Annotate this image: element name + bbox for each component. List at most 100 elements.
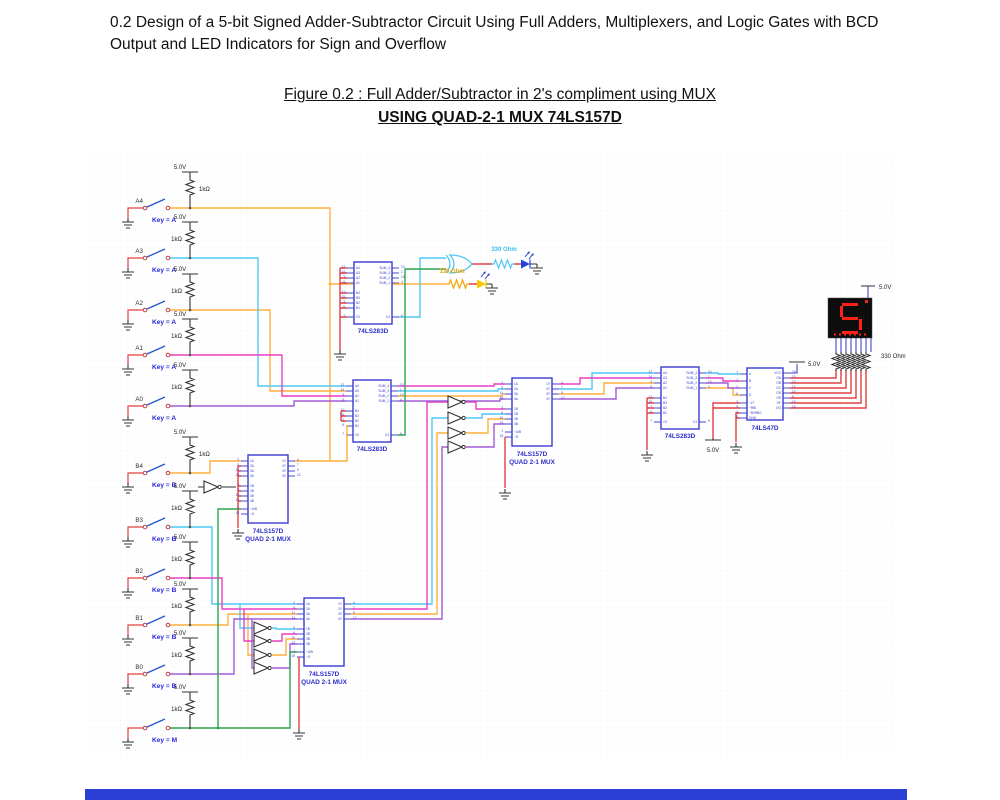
switch-a1[interactable]: A1 Key = A 5.0V 1kΩ [122,312,198,375]
svg-text:A3: A3 [663,376,667,380]
ic-mux-74ls157d-1[interactable]: 74LS157D QUAD 2-1 MUX 1A2A3A4A1B2B3B4B~A… [235,454,301,543]
svg-text:OF: OF [777,401,781,405]
xor-gate[interactable] [445,254,473,274]
svg-text:9: 9 [400,432,402,436]
svg-text:13: 13 [400,393,404,397]
svg-text:8: 8 [736,415,738,419]
switch-label: A4 [135,198,143,205]
svg-text:2: 2 [736,385,738,389]
svg-text:3A: 3A [306,612,311,616]
ic-mux-74ls157d-3[interactable]: 74LS157D QUAD 2-1 MUX 1A2A3A4A1B2B3B4B~A… [291,597,357,686]
svg-text:9: 9 [297,468,299,472]
svg-text:3Y: 3Y [282,469,287,473]
svg-text:2A: 2A [306,607,311,611]
svg-text:2: 2 [293,601,295,605]
switch-a2[interactable]: A2 Key = A 5.0V 1kΩ [122,267,198,330]
switch-b3[interactable]: B3 Key = B 5.0V 1kΩ [122,484,198,547]
svg-text:C4: C4 [693,420,697,424]
led-blue-branch[interactable]: 330 Ohm [491,247,544,275]
svg-text:B2: B2 [355,419,359,423]
svg-text:SUM_4: SUM_4 [379,266,390,270]
digit-segments [834,300,868,336]
svg-text:5.0V: 5.0V [174,363,186,369]
svg-text:1Y: 1Y [338,602,343,606]
svg-text:13: 13 [401,275,405,279]
svg-text:OG: OG [776,406,781,410]
svg-text:12: 12 [353,616,357,620]
resistor-label: 1kΩ [199,187,210,193]
svg-text:11: 11 [292,611,296,615]
svg-text:74LS157D: 74LS157D [517,451,548,458]
svg-text:1B: 1B [250,484,254,488]
svg-text:4A: 4A [306,617,311,621]
svg-text:9: 9 [353,611,355,615]
svg-text:4A: 4A [250,474,255,478]
svg-text:Key = A: Key = A [152,364,176,371]
svg-text:B4: B4 [663,396,667,400]
svg-text:B3: B3 [135,517,143,524]
svg-text:A2: A2 [135,300,143,307]
svg-text:1kΩ: 1kΩ [171,557,182,563]
svg-text:~RBI: ~RBI [749,406,756,410]
svg-text:B2: B2 [135,568,143,575]
switch-a4[interactable]: A4 Key = A 5.0V 1kΩ [122,165,210,228]
svg-text:6: 6 [736,392,738,396]
svg-text:B1: B1 [356,306,360,310]
svg-text:14: 14 [792,405,796,409]
switch-a3[interactable]: A3 Key = A 5.0V 1kΩ [122,215,198,278]
bottom-scroll-bar[interactable] [85,789,907,800]
svg-text:1A: 1A [306,602,311,606]
svg-text:14: 14 [291,616,295,620]
seven-segment-display[interactable] [827,297,873,339]
svg-text:1Y: 1Y [546,382,551,386]
svg-text:6: 6 [237,488,239,492]
switch-a0[interactable]: A0 Key = A 5.0V 1kΩ [122,363,198,426]
svg-text:10: 10 [499,416,503,420]
svg-text:5: 5 [501,386,503,390]
switch-b4[interactable]: B4 Key = B 5.0V 1kΩ [122,430,210,493]
svg-text:1kΩ: 1kΩ [171,707,182,713]
svg-text:11: 11 [342,290,346,294]
switch-b1[interactable]: B1 Key = B 5.0V 1kΩ [122,582,198,645]
svg-text:A3: A3 [356,271,360,275]
svg-text:14: 14 [235,473,239,477]
svg-text:1kΩ: 1kΩ [199,452,210,458]
svg-text:9: 9 [561,391,563,395]
svg-text:4: 4 [297,458,299,462]
vcc-label: 5.0V [879,285,891,291]
svg-text:10: 10 [401,265,405,269]
svg-text:1: 1 [501,429,503,433]
svg-text:OA: OA [776,376,781,380]
switch-m[interactable]: Key = M 5.0V 1kΩ [122,685,198,748]
svg-text:9: 9 [708,419,710,423]
svg-text:B1: B1 [663,411,667,415]
svg-text:3A: 3A [250,469,255,473]
switch-b0[interactable]: B0 Key = B 5.0V 1kΩ [122,631,198,694]
wires-green [170,268,446,729]
svg-text:12: 12 [297,473,301,477]
svg-text:A1: A1 [355,399,359,403]
svg-text:Key = A: Key = A [152,319,176,326]
svg-text:~BI/RBO: ~BI/RBO [749,411,762,415]
svg-text:15: 15 [291,654,295,658]
svg-text:5.0V: 5.0V [174,582,186,588]
ic-mux-74ls157d-2[interactable]: 74LS157D QUAD 2-1 MUX 1A2A3A4A1B2B3B4B~A… [499,377,565,466]
vcc-label: 5.0V [174,165,186,171]
svg-text:4B: 4B [306,642,310,646]
svg-text:1Y: 1Y [282,459,287,463]
svg-text:2B: 2B [306,632,310,636]
switch-b2[interactable]: B2 Key = B 5.0V 1kΩ [122,535,198,598]
led-yellow-branch[interactable]: 330 Ohm [439,269,499,295]
wires-black [198,263,875,488]
svg-text:6: 6 [650,410,652,414]
svg-text:13: 13 [291,641,295,645]
svg-text:11: 11 [649,395,653,399]
resistor-network-330[interactable]: 330 Ohm [831,351,906,372]
